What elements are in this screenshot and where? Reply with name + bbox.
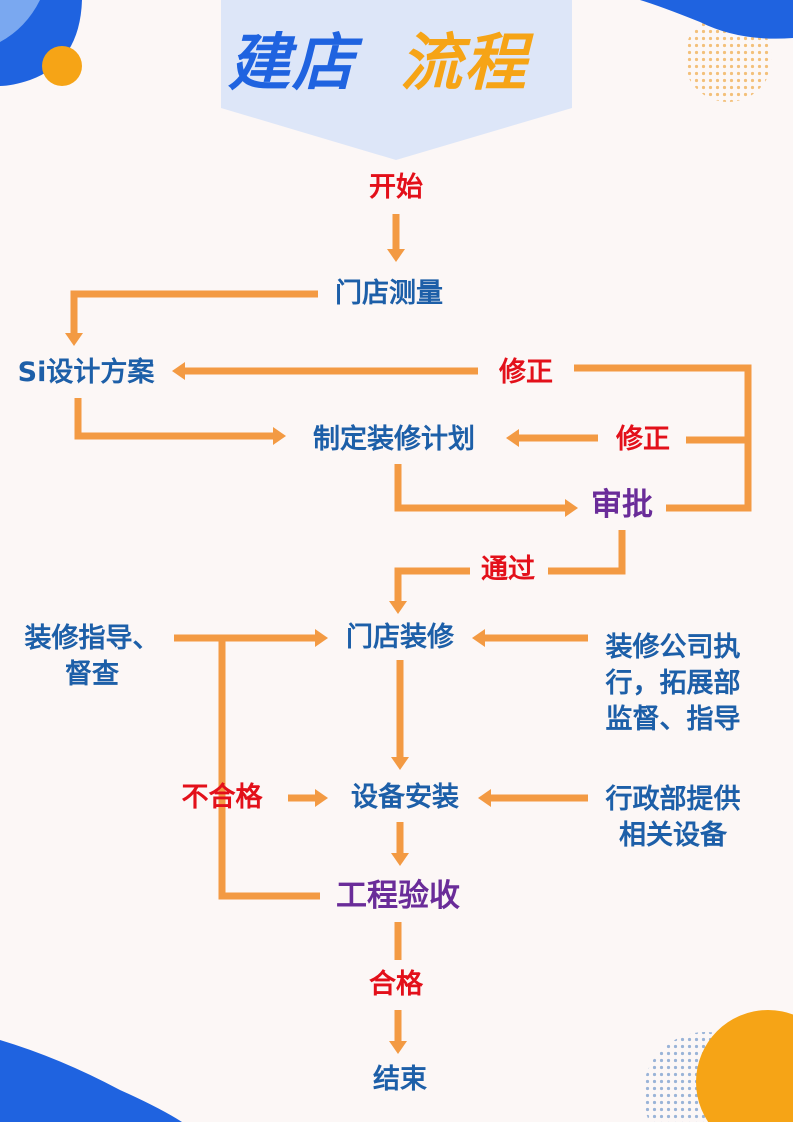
- arrow-revise1-design-head: [172, 362, 185, 380]
- title-part-2: 流程: [400, 26, 529, 99]
- arrow-install-accept-head: [391, 853, 409, 866]
- node-exec-line-1: 装修公司执: [605, 632, 741, 663]
- node-exec: 装修公司执 行，拓展部 监督、指导: [606, 630, 741, 738]
- node-revise-2: 修正: [616, 424, 670, 455]
- arrow-pass-renovate-head: [389, 601, 407, 614]
- node-approve: 审批: [591, 487, 653, 523]
- corner-circle-bottom-right: [696, 1010, 793, 1122]
- corner-blob-bottom-left: [0, 1040, 182, 1122]
- node-supply-line-2: 相关设备: [619, 820, 727, 851]
- arrow-renovate-install-head: [391, 757, 409, 770]
- arrow-revise2-plan-head: [506, 429, 519, 447]
- node-fail: 不合格: [181, 782, 263, 813]
- arrow-design-plan-line: [74, 398, 274, 440]
- node-renovate: 门店装修: [346, 622, 454, 653]
- node-plan: 制定装修计划: [313, 424, 475, 455]
- node-guide-line-2: 督查: [65, 659, 119, 690]
- node-start: 开始: [369, 172, 423, 203]
- arrow-measure-design-line: [70, 290, 318, 334]
- arrow-supply-install-head: [478, 789, 491, 807]
- node-guide: 装修指导、 督查: [25, 621, 160, 693]
- arrow-fail-install-head: [315, 789, 328, 807]
- title-banner: [221, 0, 572, 160]
- arrow-exec-renovate-head: [472, 629, 485, 647]
- arrow-guide-renovate-head: [315, 629, 328, 647]
- arrow-plan-approve-head: [565, 499, 578, 517]
- arrow-design-plan-head: [273, 427, 286, 445]
- line-fail-loop: [218, 638, 320, 900]
- arrow-pass-renovate-line: [394, 567, 470, 602]
- node-supply-line-1: 行政部提供: [605, 784, 741, 815]
- node-exec-line-2: 行，拓展部: [605, 668, 741, 699]
- node-design: Si设计方案: [17, 357, 155, 388]
- node-qualified: 合格: [369, 969, 423, 1000]
- node-accept: 工程验收: [336, 878, 460, 914]
- node-end: 结束: [373, 1064, 427, 1095]
- title-part-1: 建店: [228, 26, 357, 99]
- node-pass: 通过: [481, 554, 535, 585]
- arrow-measure-design-head: [65, 333, 83, 346]
- node-guide-line-1: 装修指导、: [24, 623, 160, 654]
- arrow-qualified-end-head: [389, 1041, 407, 1054]
- node-revise-1: 修正: [499, 357, 553, 388]
- node-install: 设备安装: [351, 782, 459, 813]
- arrow-plan-approve-line: [394, 464, 566, 512]
- node-measure: 门店测量: [335, 278, 443, 309]
- corner-stripe-top-left: [0, 0, 40, 42]
- corner-dot-top-left: [42, 46, 82, 86]
- line-approve-pass: [548, 530, 626, 575]
- arrow-start-measure-head: [387, 249, 405, 262]
- node-supply: 行政部提供 相关设备: [606, 782, 741, 854]
- corner-blob-top-right: [640, 0, 793, 39]
- node-exec-line-3: 监督、指导: [605, 704, 741, 735]
